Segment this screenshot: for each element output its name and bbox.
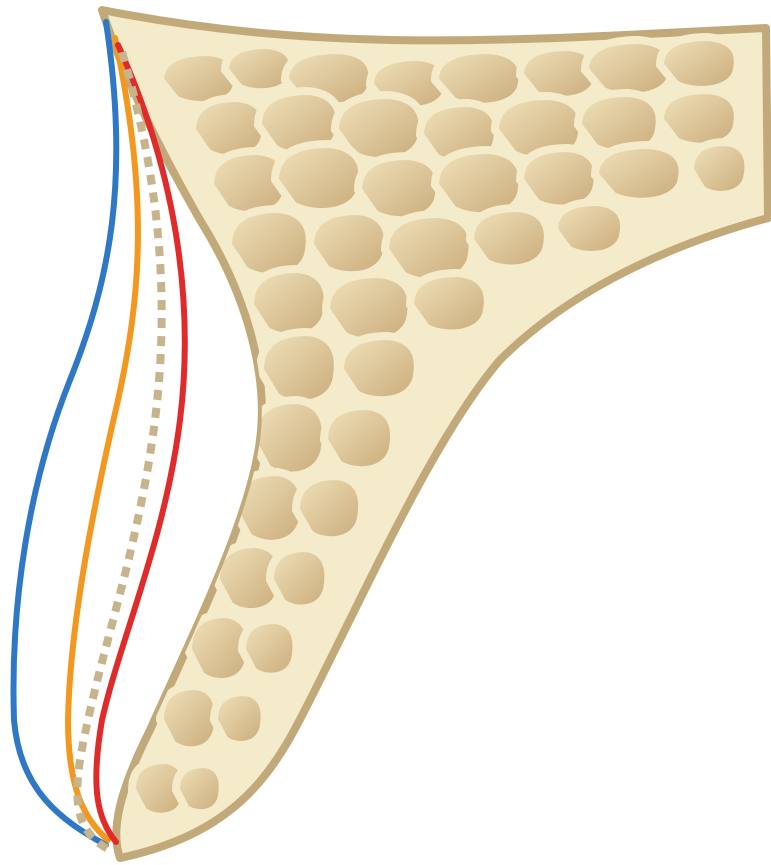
trabecular-cell — [214, 692, 265, 745]
trabecular-cell — [310, 211, 388, 275]
trabecular-cell — [326, 274, 412, 342]
trabecular-cell — [275, 144, 363, 212]
trabecular-cell — [554, 202, 624, 255]
trabecular-cell — [250, 269, 328, 337]
trabecular-cell — [595, 145, 683, 202]
trabecular-cell — [660, 37, 738, 90]
trabecular-cell — [435, 50, 523, 107]
trabecular-cell — [410, 273, 488, 333]
trabecular-cell — [176, 764, 223, 813]
trabecular-cell — [252, 400, 326, 476]
trabecular-cell — [324, 406, 394, 470]
trabecular-cell — [242, 620, 296, 677]
trabecular-cell — [160, 686, 218, 750]
trabecular-cell — [690, 142, 748, 195]
trabecular-cell — [340, 336, 418, 400]
trabecular-cell — [225, 45, 293, 92]
trabecular-cell — [296, 476, 362, 540]
trabecular-cell — [270, 548, 328, 608]
trabecular-cell — [470, 208, 548, 268]
trabecular-cell — [260, 332, 338, 404]
